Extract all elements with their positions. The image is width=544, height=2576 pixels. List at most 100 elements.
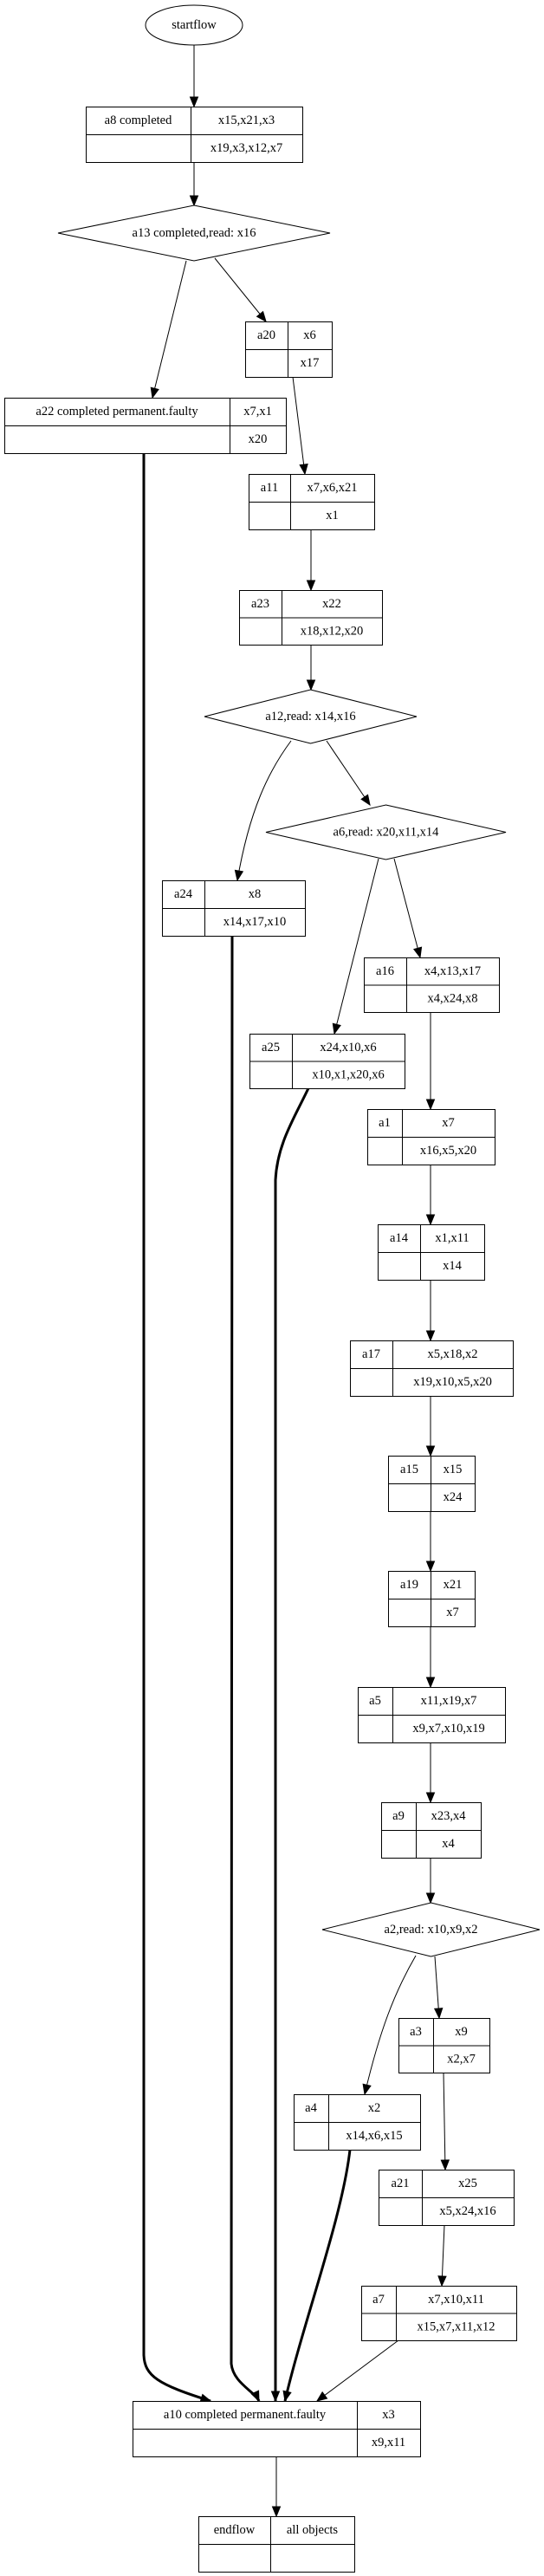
node-bottom-values: x16,x5,x20 [420,1144,476,1158]
node-top-values: x23,x4 [431,1809,467,1823]
node-bottom-values: x7 [446,1606,459,1619]
node-name: a21 [392,2177,410,2190]
edge-a24-a10 [230,935,261,2403]
node-top-values: x15,x21,x3 [218,114,275,127]
arrowhead-icon [425,1677,436,1689]
node-top-values: x3 [382,2408,395,2422]
node-bottom-values: x14 [443,1259,463,1273]
node-bottom-values: x20 [249,432,268,446]
edge-line [334,858,379,1035]
ellipse-shape [145,4,243,46]
node-name: endflow [214,2523,256,2537]
node-name: a4 [305,2101,317,2115]
node-name: a15 [400,1463,418,1476]
diamond-shape [265,804,507,860]
node-top-values: x15 [444,1463,463,1476]
edge-line [142,453,211,2403]
decision-label: a2,read: x10,x9,x2 [385,1923,478,1937]
node-top-values: x7 [442,1116,455,1130]
node-top-values: x8 [249,887,262,901]
arrowhead-icon [425,1330,436,1342]
node-bottom-values: x14,x6,x15 [346,2129,402,2143]
edge-a13-a20 [214,257,267,323]
arrowhead-icon [425,1892,436,1904]
edges [142,45,450,2518]
node-bottom-values: x4,x24,x8 [428,991,478,1005]
arrowhead-icon [250,2390,260,2403]
node-name: a8 completed [105,114,172,127]
arrowhead-icon [425,1561,436,1573]
edge-line [230,935,261,2402]
node-a21: a21 x25 x5,x24,x16 [379,2170,515,2226]
node-name: a22 completed permanent.faulty [36,405,198,419]
node-startflow: startflow [145,4,243,46]
node-name: a7 [372,2293,385,2307]
edge-a9-a2 [425,1858,436,1904]
arrowhead-icon [270,2391,281,2403]
edge-line [443,2072,446,2170]
edge-line [283,2149,352,2402]
edge-a25-a10 [270,1087,310,2403]
arrowhead-icon [306,679,316,691]
node-name: a5 [369,1694,381,1708]
node-bottom-values: x18,x12,x20 [301,624,364,638]
node-name: a20 [257,328,275,342]
decision-a13: a13 completed,read: x16 [57,204,331,262]
edge-a15-a19 [425,1511,436,1573]
edge-line [441,2224,445,2287]
edge-a1-a14 [425,1165,436,1226]
edge-line [274,1087,310,2401]
edge-line [326,740,371,806]
edge-a12-a24 [234,740,292,882]
node-top-values: x11,x19,x7 [421,1694,477,1708]
node-endflow: endflow all objects [198,2516,355,2573]
node-name: a9 [392,1809,405,1823]
node-bottom-values: x9,x11 [372,2436,405,2449]
arrowhead-icon [440,2159,450,2171]
edge-line [434,1956,440,2019]
edge-a19-a5 [425,1626,436,1689]
arrowhead-icon [332,1022,341,1035]
node-top-values: x1,x11 [435,1231,469,1245]
decision-label: a6,read: x20,x11,x14 [334,826,440,840]
edge-a14-a17 [425,1280,436,1342]
node-name: a25 [262,1041,280,1054]
edge-line [214,257,267,322]
edge-a22-a10 [142,453,212,2403]
arrowhead-icon [425,1214,436,1226]
decision-a2: a2,read: x10,x9,x2 [321,1902,541,1957]
node-top-values: x25 [458,2177,477,2190]
node-a5: a5 x11,x19,x7 x9,x7,x10,x19 [358,1687,506,1743]
edge-line [316,2339,399,2402]
node-name: a24 [174,887,193,901]
node-bottom-values: x9,x7,x10,x19 [412,1722,484,1736]
edge-a12-a6 [326,740,371,807]
edge-line [393,858,421,958]
node-bottom-values: x17 [301,356,320,370]
decision-a12: a12,read: x14,x16 [204,689,418,744]
arrowhead-icon [315,2391,328,2402]
arrowhead-icon [362,2083,372,2096]
arrowhead-icon [425,1792,436,1804]
arrowhead-icon [199,2393,212,2403]
edge-line [364,1955,417,2095]
arrowhead-icon [425,1445,436,1457]
edge-a11-a23 [306,529,316,592]
node-top-values: all objects [287,2523,339,2537]
edge-a5-a9 [425,1742,436,1804]
node-bottom-values: x5,x24,x16 [439,2204,495,2218]
edge-line [152,260,187,399]
